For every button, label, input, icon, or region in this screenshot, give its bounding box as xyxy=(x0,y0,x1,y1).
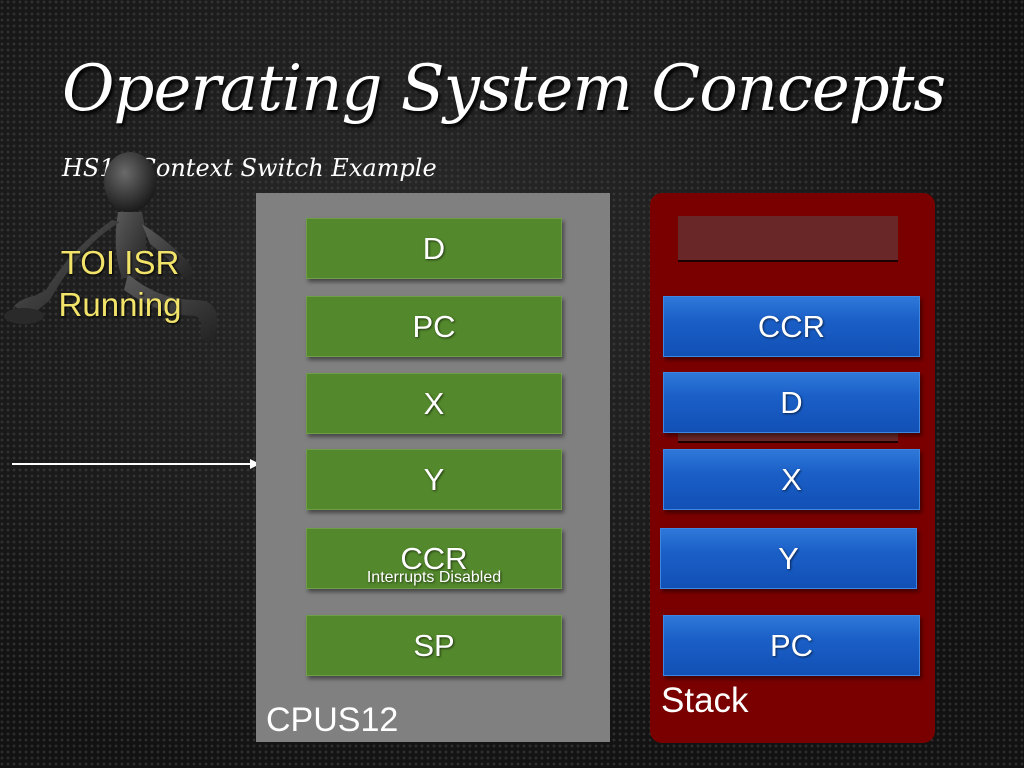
isr-status-line2: Running xyxy=(58,286,182,323)
stack-item-y-label: Y xyxy=(778,541,799,576)
stack-item-ccr-label: CCR xyxy=(757,309,826,344)
cpu-register-y: Y xyxy=(306,449,562,510)
stack-item-pc: PC xyxy=(663,615,920,676)
cpu-register-d-label: D xyxy=(422,231,446,266)
cpu-register-pc: PC xyxy=(306,296,562,357)
cpu-panel: D PC X Y CCR Interrupts Disabled SP CPUS… xyxy=(256,193,610,742)
stack-item-d: D xyxy=(663,372,920,433)
cpu-register-x-label: X xyxy=(423,386,445,421)
cpu-register-sp: SP xyxy=(306,615,562,676)
cpu-register-d: D xyxy=(306,218,562,279)
stack-empty-slot xyxy=(678,216,898,262)
stack-pointer-arrow-icon xyxy=(12,459,260,469)
stack-item-pc-label: PC xyxy=(769,628,814,663)
cpu-register-ccr: CCR Interrupts Disabled xyxy=(306,528,562,589)
stack-item-ccr: CCR xyxy=(663,296,920,357)
cpu-register-x: X xyxy=(306,373,562,434)
cpu-label: CPUS12 xyxy=(266,701,399,739)
stack-panel: CCR D X Y PC Stack xyxy=(650,193,935,743)
stack-item-x-label: X xyxy=(781,462,802,497)
slide-title: Operating System Concepts xyxy=(62,52,946,126)
stack-label: Stack xyxy=(661,681,749,720)
stack-item-x: X xyxy=(663,449,920,510)
isr-status-label: TOI ISR Running xyxy=(40,242,200,326)
running-figure-icon xyxy=(4,152,218,341)
cpu-register-y-label: Y xyxy=(423,462,445,497)
cpu-register-pc-label: PC xyxy=(412,309,456,344)
ccr-interrupt-note: Interrupts Disabled xyxy=(366,569,502,586)
stack-item-y: Y xyxy=(660,528,917,589)
isr-status-line1: TOI ISR xyxy=(60,244,180,281)
cpu-register-sp-label: SP xyxy=(413,628,455,663)
stack-item-d-label: D xyxy=(780,385,803,420)
cpu-register-ccr-label: CCR xyxy=(400,541,468,576)
